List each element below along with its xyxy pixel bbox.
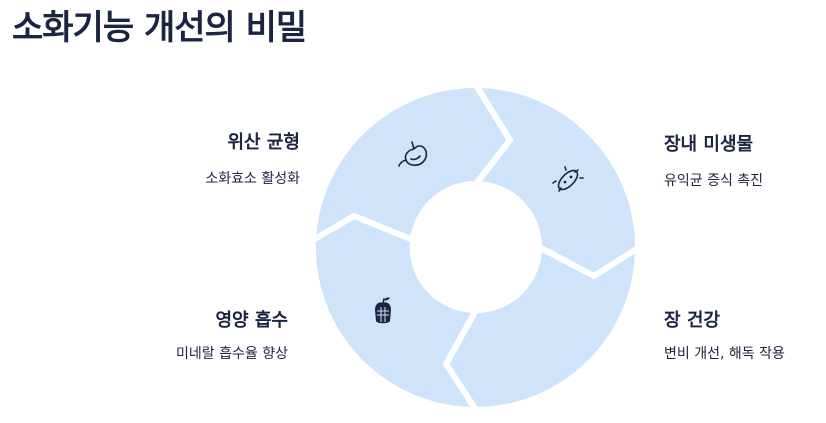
- desc-acid-balance: 소화효소 활성화: [205, 171, 300, 187]
- desc-intestinal-health: 변비 개선, 해독 작용: [664, 346, 785, 362]
- apple-basket-icon: [375, 297, 391, 324]
- page-title: 소화기능 개선의 비밀: [12, 8, 307, 48]
- bacteria-icon: [552, 166, 584, 192]
- label-nutrient-absorption: 영양 흡수: [215, 310, 288, 331]
- segment-top-right: [469, 81, 642, 280]
- label-acid-balance: 위산 균형: [227, 132, 300, 153]
- desc-gut-microbiome: 유익균 증식 촉진: [664, 173, 764, 189]
- label-intestinal-health: 장 건강: [664, 310, 720, 331]
- segment-top-left: [309, 81, 514, 243]
- stomach-icon: [398, 141, 428, 167]
- segment-bottom-left: [309, 212, 482, 414]
- segment-bottom-right: [442, 242, 642, 414]
- label-gut-microbiome: 장내 미생물: [664, 134, 754, 155]
- desc-nutrient-absorption: 미네랄 흡수율 향상: [176, 346, 288, 362]
